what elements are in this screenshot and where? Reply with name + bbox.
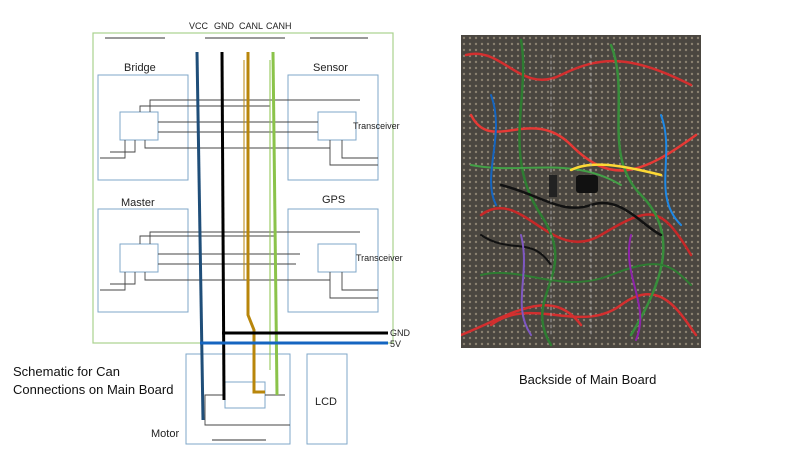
sensor-transceiver-chip (317, 111, 357, 141)
vcc-label: VCC (189, 21, 209, 31)
gnd-label: GND (214, 21, 234, 31)
gps-box (287, 208, 379, 313)
master-box (97, 208, 189, 313)
master-transceiver-chip (119, 243, 159, 273)
bridge-box (97, 74, 189, 181)
gps-transceiver-label: Transceiver (356, 253, 403, 263)
canl-bus (246, 52, 265, 394)
gps-label: GPS (322, 194, 346, 206)
canh-bus (271, 51, 279, 396)
canl-label: CANL (239, 21, 264, 31)
5v-rail-label: 5V (390, 339, 402, 349)
lcd-box (306, 353, 348, 445)
motor-transceiver-chip (224, 381, 266, 409)
schematic-caption-line2: Connections on Main Board (13, 382, 174, 397)
gnd-bus (220, 51, 226, 401)
main-board-outline (92, 32, 394, 344)
lcd-label: LCD (315, 396, 338, 408)
bridge-label: Bridge (124, 62, 156, 74)
vcc-bus (195, 51, 205, 421)
gnd-rail-label: GND (390, 328, 410, 338)
sensor-transceiver-label: Transceiver (353, 121, 400, 131)
sensor-label: Sensor (313, 62, 348, 74)
bridge-transceiver-chip (119, 111, 159, 141)
gps-transceiver-chip (317, 243, 357, 273)
motor-box (185, 353, 291, 445)
photo-caption: Backside of Main Board (519, 372, 657, 387)
canh-label: CANH (266, 21, 292, 31)
master-label: Master (121, 197, 155, 209)
motor-label: Motor (151, 428, 180, 440)
sensor-box (287, 74, 379, 181)
main-board-photo (461, 35, 701, 348)
schematic-caption-line1: Schematic for Can (13, 364, 120, 379)
